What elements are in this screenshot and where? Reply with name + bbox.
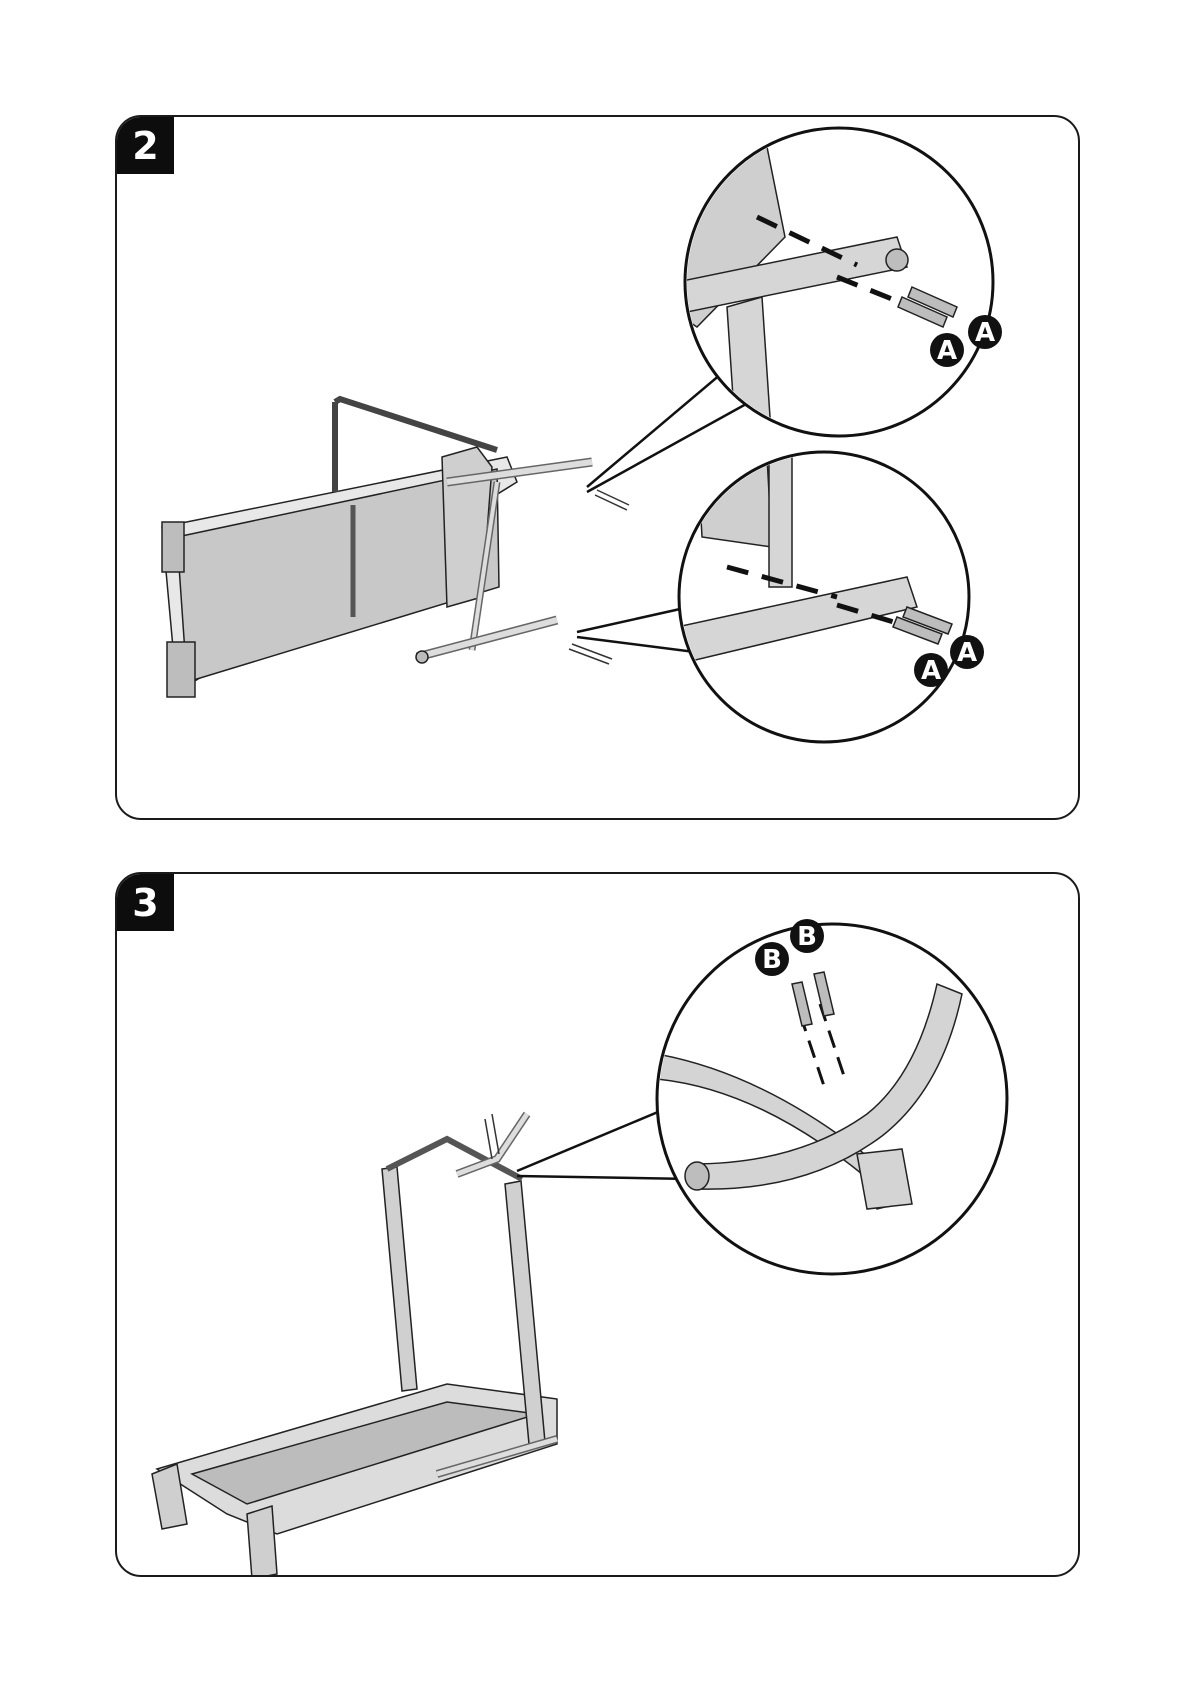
step-3-illustration: B B xyxy=(117,874,1080,1577)
step-3-panel: 3 xyxy=(115,872,1080,1577)
svg-text:B: B xyxy=(762,945,782,975)
svg-text:A: A xyxy=(957,638,977,668)
step-2-panel: 2 xyxy=(115,115,1080,820)
callout-badge: B xyxy=(755,942,789,976)
callout-badge: A xyxy=(914,653,948,687)
svg-text:A: A xyxy=(975,318,995,348)
zoom-detail: B B xyxy=(657,919,1007,1274)
zoom-detail-lower: A A xyxy=(677,447,984,742)
svg-text:A: A xyxy=(937,336,957,366)
svg-text:A: A xyxy=(921,656,941,686)
step-2-illustration: A A xyxy=(117,117,1080,820)
treadmill-folded-drawing xyxy=(162,399,629,697)
callout-badge: B xyxy=(790,919,824,953)
callout-badge: A xyxy=(968,315,1002,349)
callout-badge: A xyxy=(930,333,964,367)
treadmill-upright-drawing xyxy=(152,1114,557,1577)
svg-text:B: B xyxy=(797,922,817,952)
callout-badge: A xyxy=(950,635,984,669)
zoom-detail-upper: A A xyxy=(677,128,1002,457)
